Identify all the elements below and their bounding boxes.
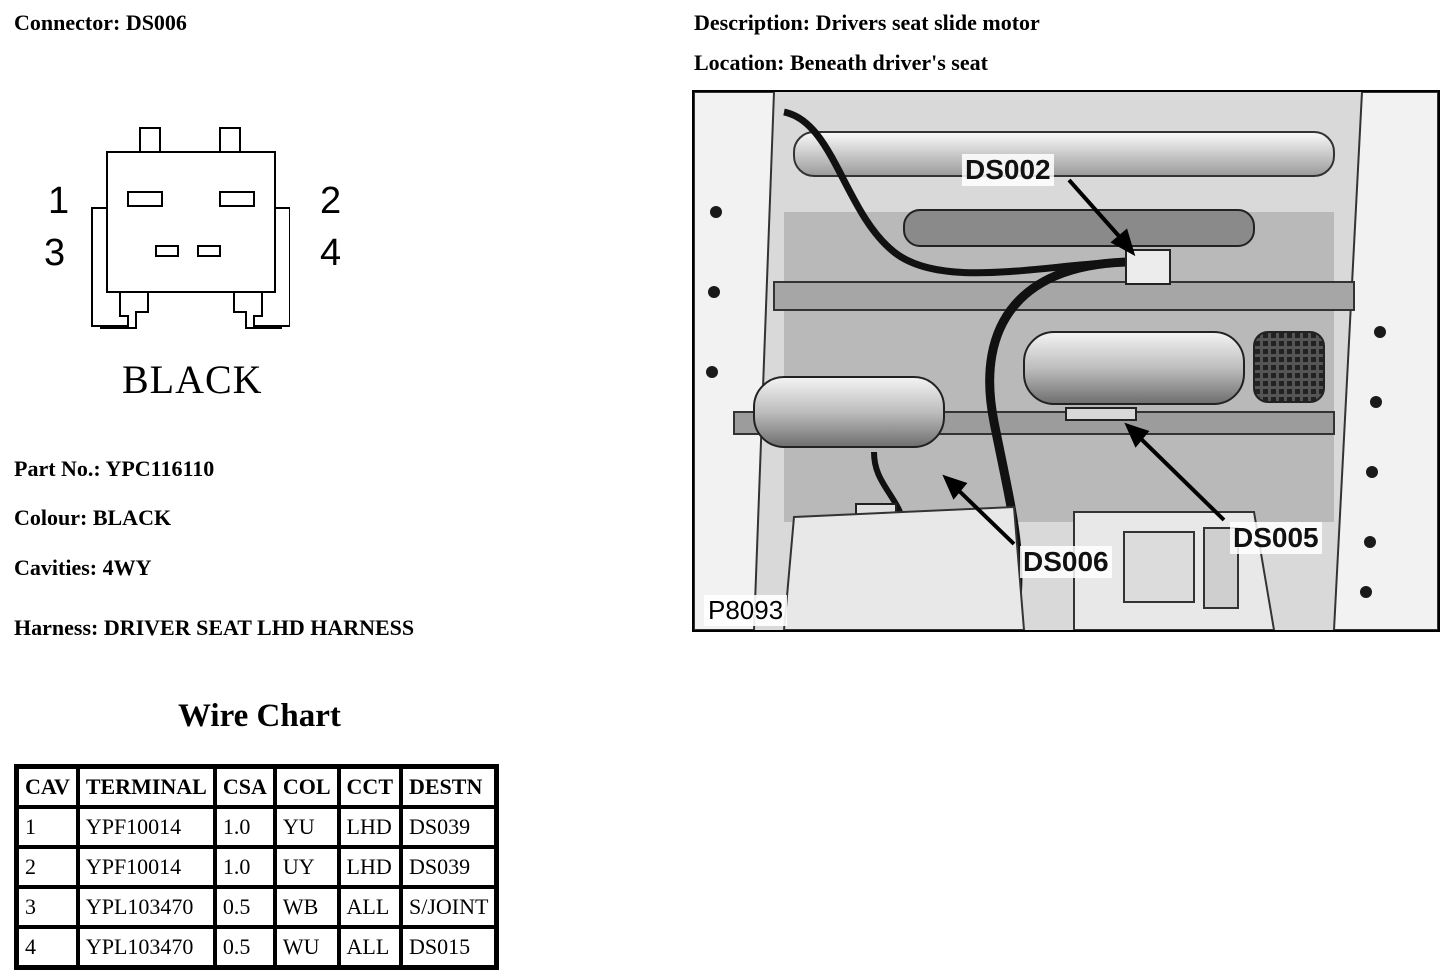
lower-bracket-left [782, 505, 1026, 630]
connector-top-latch-right [219, 127, 241, 152]
rail-track [773, 281, 1355, 311]
header-terminal: TERMINAL [77, 767, 215, 807]
cell-cav: 2 [17, 847, 78, 887]
callout-ds005: DS005 [1230, 522, 1322, 554]
location-label: Location: [694, 50, 785, 75]
description-label: Description: [694, 10, 811, 35]
slide-motor-upper [1023, 331, 1245, 405]
connector-right-foot [233, 291, 282, 329]
wire-chart-title: Wire Chart [178, 698, 341, 734]
description-value: Drivers seat slide motor [815, 10, 1040, 35]
cell-csa: 1.0 [214, 807, 275, 847]
table-row: 3 YPL103470 0.5 WB ALL S/JOINT [17, 887, 497, 927]
pin-label-4: 4 [320, 232, 342, 274]
right-rail [1332, 92, 1438, 630]
wire-chart-header-row: CAV TERMINAL CSA COL CCT DESTN [17, 767, 497, 807]
connector-colour-caption: BLACK [122, 357, 263, 402]
connector-field: Connector: DS006 [14, 10, 187, 36]
left-rail [694, 92, 776, 630]
cell-terminal: YPF10014 [77, 847, 215, 887]
harness-label: Harness: [14, 615, 99, 640]
connector-right-guide [253, 207, 290, 327]
harness-wire-top [783, 108, 1135, 277]
cell-cav: 3 [17, 887, 78, 927]
cell-csa: 1.0 [214, 847, 275, 887]
rail-holes [706, 206, 1386, 598]
cavities-field: Cavities: 4WY [14, 555, 151, 581]
connector-ds002-body [1125, 249, 1171, 285]
location-photo: DS002 DS005 DS006 P8093 [692, 90, 1440, 632]
cavity-2 [219, 191, 255, 207]
connector-label: Connector: [14, 10, 121, 35]
cell-destn: DS039 [401, 807, 497, 847]
cell-csa: 0.5 [214, 927, 275, 967]
colour-label: Colour: [14, 505, 88, 530]
cell-csa: 0.5 [214, 887, 275, 927]
cell-col: UY [274, 847, 339, 887]
cavities-label: Cavities: [14, 555, 98, 580]
cell-col: YU [274, 807, 339, 847]
cell-cct: ALL [338, 887, 401, 927]
rear-cross-bar [903, 209, 1255, 247]
cell-cav: 4 [17, 927, 78, 967]
cell-cav: 1 [17, 807, 78, 847]
connector-top-latch-left [139, 127, 161, 152]
table-row: 4 YPL103470 0.5 WU ALL DS015 [17, 927, 497, 967]
location-value: Beneath driver's seat [789, 50, 988, 75]
cavities-value: 4WY [102, 555, 152, 580]
cell-cct: LHD [338, 807, 401, 847]
cell-destn: DS039 [401, 847, 497, 887]
header-cct: CCT [338, 767, 401, 807]
header-destn: DESTN [401, 767, 497, 807]
callout-ds006: DS006 [1020, 546, 1112, 578]
cavity-3 [155, 245, 179, 257]
callout-arrows [942, 178, 1226, 546]
cell-terminal: YPF10014 [77, 807, 215, 847]
seat-frame-illustration [694, 92, 1438, 630]
connector-value: DS006 [125, 10, 187, 35]
harness-value: DRIVER SEAT LHD HARNESS [103, 615, 415, 640]
table-row: 1 YPF10014 1.0 YU LHD DS039 [17, 807, 497, 847]
cavity-4 [197, 245, 221, 257]
part-no-field: Part No.: YPC116110 [14, 456, 214, 482]
connector-body [106, 151, 276, 293]
cell-col: WB [274, 887, 339, 927]
header-csa: CSA [214, 767, 275, 807]
pin-label-3: 3 [44, 232, 66, 274]
harness-field: Harness: DRIVER SEAT LHD HARNESS [14, 615, 414, 641]
description-field: Description: Drivers seat slide motor [694, 10, 1040, 36]
table-row: 2 YPF10014 1.0 UY LHD DS039 [17, 847, 497, 887]
connector-left-guide [91, 207, 129, 327]
cell-terminal: YPL103470 [77, 927, 215, 967]
lower-connector-block [1123, 531, 1195, 603]
connector-left-foot [100, 291, 149, 329]
part-no-value: YPC116110 [105, 456, 215, 481]
front-cross-bar [793, 131, 1335, 177]
wire-chart-table: CAV TERMINAL CSA COL CCT DESTN 1 YPF1001… [14, 764, 500, 970]
cell-col: WU [274, 927, 339, 967]
cell-cct: LHD [338, 847, 401, 887]
slide-motor-lower [753, 376, 945, 448]
cell-terminal: YPL103470 [77, 887, 215, 927]
pin-label-2: 2 [320, 180, 342, 222]
photo-id-label: P8093 [704, 595, 788, 626]
pin-label-1: 1 [48, 180, 70, 222]
colour-field: Colour: BLACK [14, 505, 171, 531]
connector-face-diagram [91, 127, 290, 329]
gearbox-grille [1253, 331, 1325, 403]
part-no-label: Part No.: [14, 456, 101, 481]
colour-value: BLACK [92, 505, 172, 530]
cell-destn: DS015 [401, 927, 497, 967]
connector-ds005-body [1065, 407, 1137, 421]
callout-ds002: DS002 [962, 154, 1054, 186]
cell-cct: ALL [338, 927, 401, 967]
header-cav: CAV [17, 767, 78, 807]
header-col: COL [274, 767, 339, 807]
cavity-1 [127, 191, 163, 207]
location-field: Location: Beneath driver's seat [694, 50, 988, 76]
cell-destn: S/JOINT [401, 887, 497, 927]
